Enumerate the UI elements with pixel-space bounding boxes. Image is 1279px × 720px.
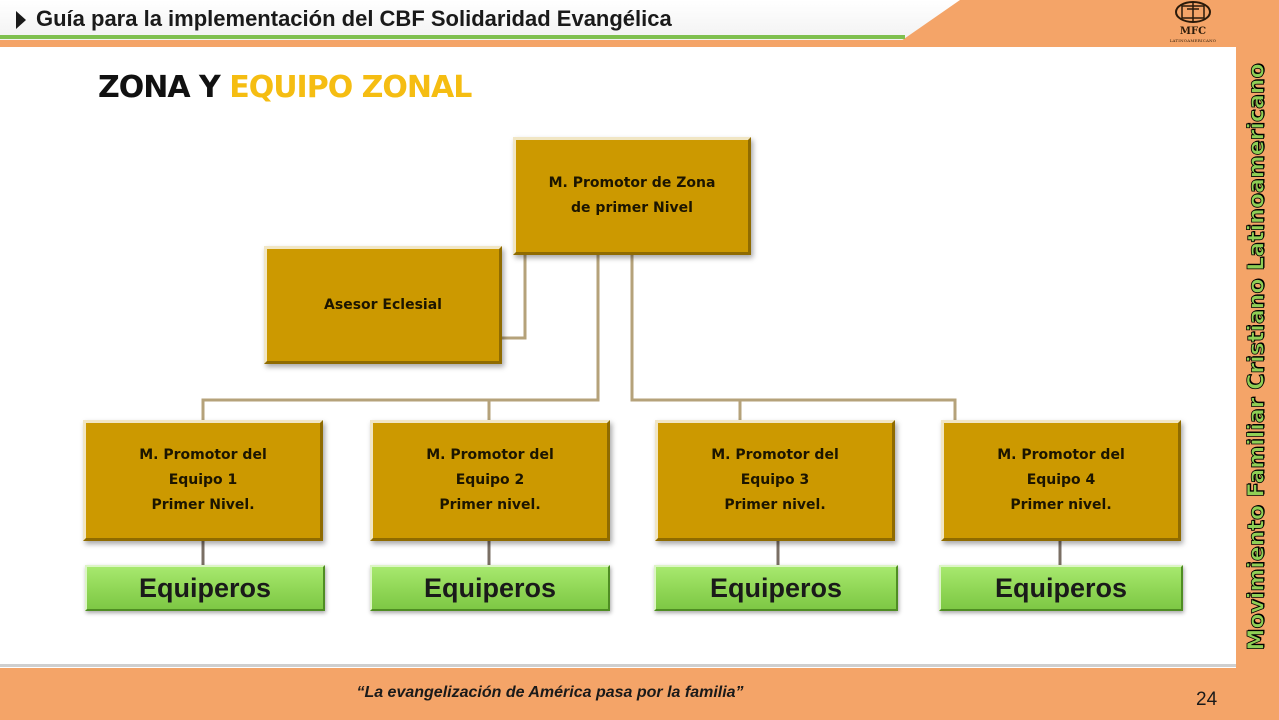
footer-band xyxy=(0,668,1236,720)
connector-right-branch xyxy=(630,255,957,420)
header-title: Guía para la implementación del CBF Soli… xyxy=(36,6,672,31)
node-team-3-label: M. Promotor del Equipo 3 Primer nivel. xyxy=(711,447,839,513)
node-team-2: M. Promotor del Equipo 2 Primer nivel. xyxy=(370,420,610,541)
slide-title-part2: EQUIPO ZONAL xyxy=(229,70,472,105)
play-arrow-icon xyxy=(16,11,26,29)
connector-left-branch xyxy=(201,255,600,420)
node-team-4-label: M. Promotor del Equipo 4 Primer nivel. xyxy=(997,447,1125,513)
header-accent-line xyxy=(0,35,905,39)
page-number: 24 xyxy=(1196,689,1218,710)
members-bar-team-1: Equiperos xyxy=(85,565,325,611)
node-team-3: M. Promotor del Equipo 3 Primer nivel. xyxy=(655,420,895,541)
side-band xyxy=(1236,0,1279,720)
node-team-1: M. Promotor del Equipo 1 Primer Nivel. xyxy=(83,420,323,541)
members-bar-team-4: Equiperos xyxy=(939,565,1183,611)
mfc-logo-emblem-icon xyxy=(1175,1,1211,23)
node-team-4: M. Promotor del Equipo 4 Primer nivel. xyxy=(941,420,1181,541)
node-team-1-label: M. Promotor del Equipo 1 Primer Nivel. xyxy=(139,447,267,513)
logo-text: MFC xyxy=(1179,26,1207,37)
footer-quote: “La evangelización de América pasa por l… xyxy=(356,684,744,701)
node-ecclesial-advisor: Asesor Eclesial xyxy=(264,246,502,364)
slide-title: ZONA Y EQUIPO ZONAL xyxy=(98,70,472,105)
mfc-logo: MFC LATINOAMERICANO xyxy=(1160,0,1226,47)
header-panel xyxy=(0,0,960,40)
node-zone-promoter: M. Promotor de Zona de primer Nivel xyxy=(513,137,751,255)
footer-divider xyxy=(0,664,1236,667)
node-ecclesial-advisor-label: Asesor Eclesial xyxy=(324,296,442,313)
members-bar-team-3: Equiperos xyxy=(654,565,898,611)
node-zone-promoter-label: M. Promotor de Zona de primer Nivel xyxy=(548,175,716,216)
node-team-2-label: M. Promotor del Equipo 2 Primer nivel. xyxy=(426,447,554,513)
logo-subtext: LATINOAMERICANO xyxy=(1169,38,1217,43)
connector-advisor xyxy=(502,255,527,340)
slide-title-part1: ZONA Y xyxy=(98,70,221,105)
members-bar-team-2: Equiperos xyxy=(370,565,610,611)
